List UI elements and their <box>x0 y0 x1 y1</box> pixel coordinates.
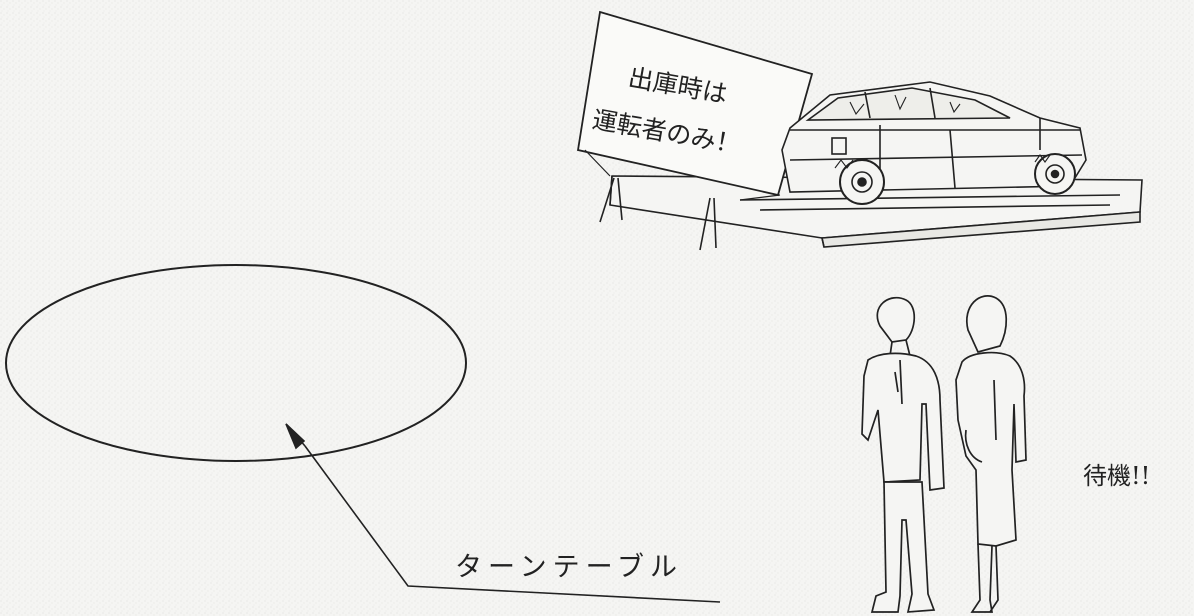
car-illustration <box>781 81 1087 205</box>
turntable-ellipse <box>5 264 467 462</box>
turntable-label: ターンテーブル <box>455 552 684 583</box>
woman-figure <box>955 295 1027 613</box>
man-figure <box>861 296 945 613</box>
waiting-label: 待機!! <box>1083 462 1151 490</box>
turntable-leader-line <box>285 423 721 603</box>
warning-sign <box>576 10 814 201</box>
